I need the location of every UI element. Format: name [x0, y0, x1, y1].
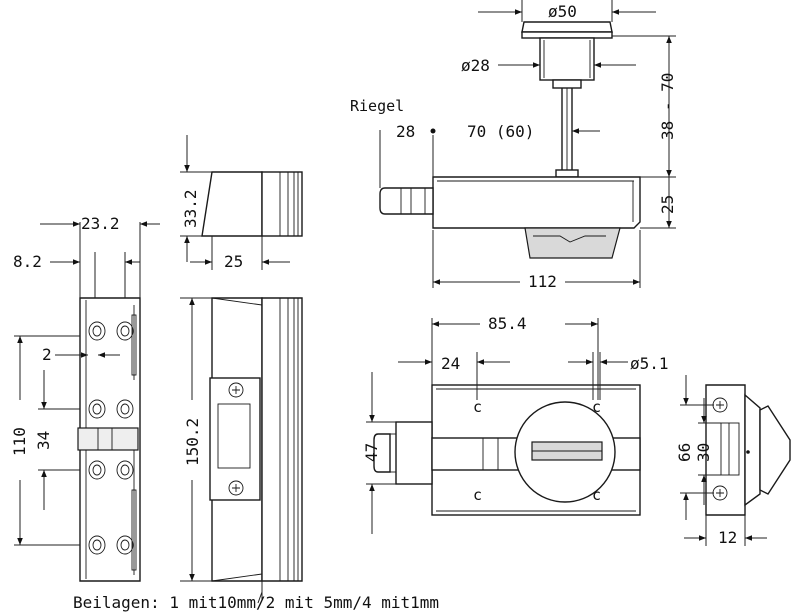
dim-70-60: 70 (60)	[467, 122, 534, 141]
dim-150-2: 150.2	[183, 418, 202, 466]
dim-d28: ø28	[461, 56, 490, 75]
side-view-small	[201, 171, 303, 237]
dim-34: 34	[34, 431, 53, 450]
dim-47: 47	[362, 443, 381, 462]
hole-mark: c	[473, 486, 482, 504]
front-view-dimensions: 85.4 24 ø5.1 47	[362, 314, 669, 534]
dim-2: 2	[42, 345, 52, 364]
dim-85-4: 85.4	[488, 314, 527, 333]
small-strike-drawing	[705, 384, 791, 516]
dim-33-2: 33.2	[181, 189, 200, 228]
dim-24: 24	[441, 354, 460, 373]
front-view-drawing: c c c c	[373, 384, 641, 516]
hole-mark: c	[592, 486, 601, 504]
dim-28: 28	[396, 122, 415, 141]
dim-110: 110	[10, 427, 29, 456]
top-view-dimensions: ø50 ø28 38 - 70 25 Riegel 28 70 (60) 112	[350, 0, 677, 291]
dim-38-70: 38 - 70	[658, 73, 677, 140]
strike-plate-drawing	[77, 297, 141, 582]
label-riegel: Riegel	[350, 97, 404, 115]
side-view-large-dimensions: 150.2	[180, 297, 263, 600]
dim-12: 12	[718, 528, 737, 547]
footer-note: Beilagen: 1 mit10mm/2 mit 5mm/4 mit1mm	[73, 593, 439, 612]
dim-30: 30	[694, 443, 713, 462]
side-view-small-dimensions: 33.2 25	[180, 135, 290, 271]
dim-d50: ø50	[548, 2, 577, 21]
hole-mark: c	[592, 398, 601, 416]
dim-66: 66	[675, 443, 694, 462]
side-view-large	[209, 297, 303, 582]
dim-d5-1: ø5.1	[630, 354, 669, 373]
dim-25-width: 25	[224, 252, 243, 271]
dim-8-2: 8.2	[13, 252, 42, 271]
dim-112: 112	[528, 272, 557, 291]
hole-mark: c	[473, 398, 482, 416]
dim-23-2: 23.2	[81, 214, 120, 233]
dim-25-height: 25	[658, 195, 677, 214]
small-strike-dimensions: 66 30 12	[675, 375, 767, 547]
strike-plate-dimensions: 23.2 8.2 2 110 34	[10, 214, 160, 546]
